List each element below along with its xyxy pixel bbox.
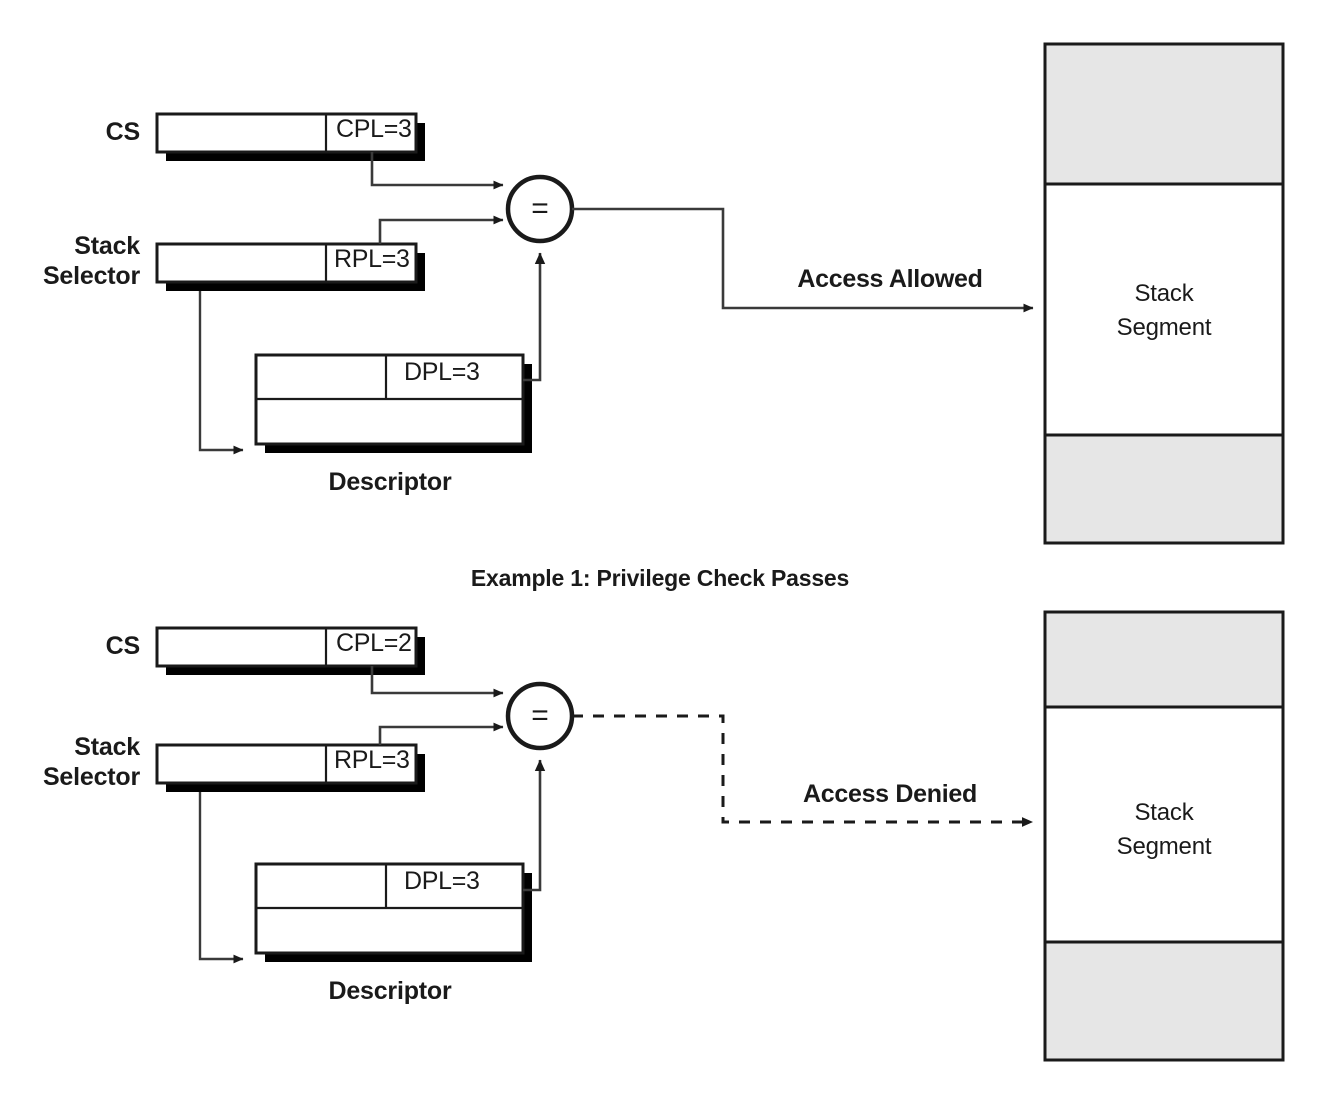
- example-1-caption: Example 1: Privilege Check Passes: [470, 565, 850, 591]
- cpl-value-1: CPL=3: [336, 115, 412, 143]
- descriptor-box-1: [254, 353, 532, 453]
- cs-box-1: [155, 112, 425, 161]
- equals-symbol-2: =: [531, 699, 549, 732]
- rpl-to-compare-connector-2: [378, 722, 504, 745]
- descriptor-box-2: [254, 862, 532, 962]
- stack-selector-label-line1-1: Stack: [74, 232, 140, 260]
- rpl-to-compare-connector-1: [378, 215, 504, 244]
- equals-symbol-1: =: [531, 192, 549, 225]
- cs-label-2: CS: [105, 632, 141, 660]
- selector-to-descriptor-connector-1: [198, 291, 244, 455]
- access-denied-label: Access Denied: [803, 780, 977, 808]
- dpl-to-compare-connector-1: [523, 252, 546, 382]
- stack-selector-label-line2-1: Selector: [42, 262, 140, 290]
- cs-box-2: [155, 626, 425, 675]
- stack-segment-column-2: [1043, 610, 1285, 1062]
- access-allowed-path: [572, 207, 1034, 313]
- stack-segment-label-line2-2: Segment: [1116, 833, 1212, 860]
- stack-segment-label-line2-1: Segment: [1116, 314, 1212, 341]
- stack-segment-label-line1-1: Stack: [1134, 280, 1194, 307]
- access-allowed-label: Access Allowed: [797, 265, 983, 293]
- stack-selector-box-1: [155, 242, 425, 291]
- stack-segment-label-line1-2: Stack: [1134, 799, 1194, 826]
- cs-to-compare-connector-1: [370, 152, 504, 190]
- dpl-value-1: DPL=3: [404, 358, 480, 386]
- cs-label-1: CS: [105, 118, 141, 146]
- rpl-value-2: RPL=3: [334, 746, 410, 774]
- selector-to-descriptor-connector-2: [198, 792, 244, 964]
- descriptor-label-1: Descriptor: [328, 468, 452, 496]
- dpl-value-2: DPL=3: [404, 867, 480, 895]
- cs-to-compare-connector-2: [370, 666, 504, 698]
- stack-selector-label-line2-2: Selector: [42, 763, 140, 791]
- dpl-to-compare-connector-2: [523, 759, 546, 892]
- stack-selector-box-2: [155, 743, 425, 792]
- stack-selector-label-line1-2: Stack: [74, 733, 140, 761]
- stack-segment-column-1: [1043, 42, 1285, 545]
- cpl-value-2: CPL=2: [336, 629, 412, 657]
- rpl-value-1: RPL=3: [334, 245, 410, 273]
- descriptor-label-2: Descriptor: [328, 977, 452, 1005]
